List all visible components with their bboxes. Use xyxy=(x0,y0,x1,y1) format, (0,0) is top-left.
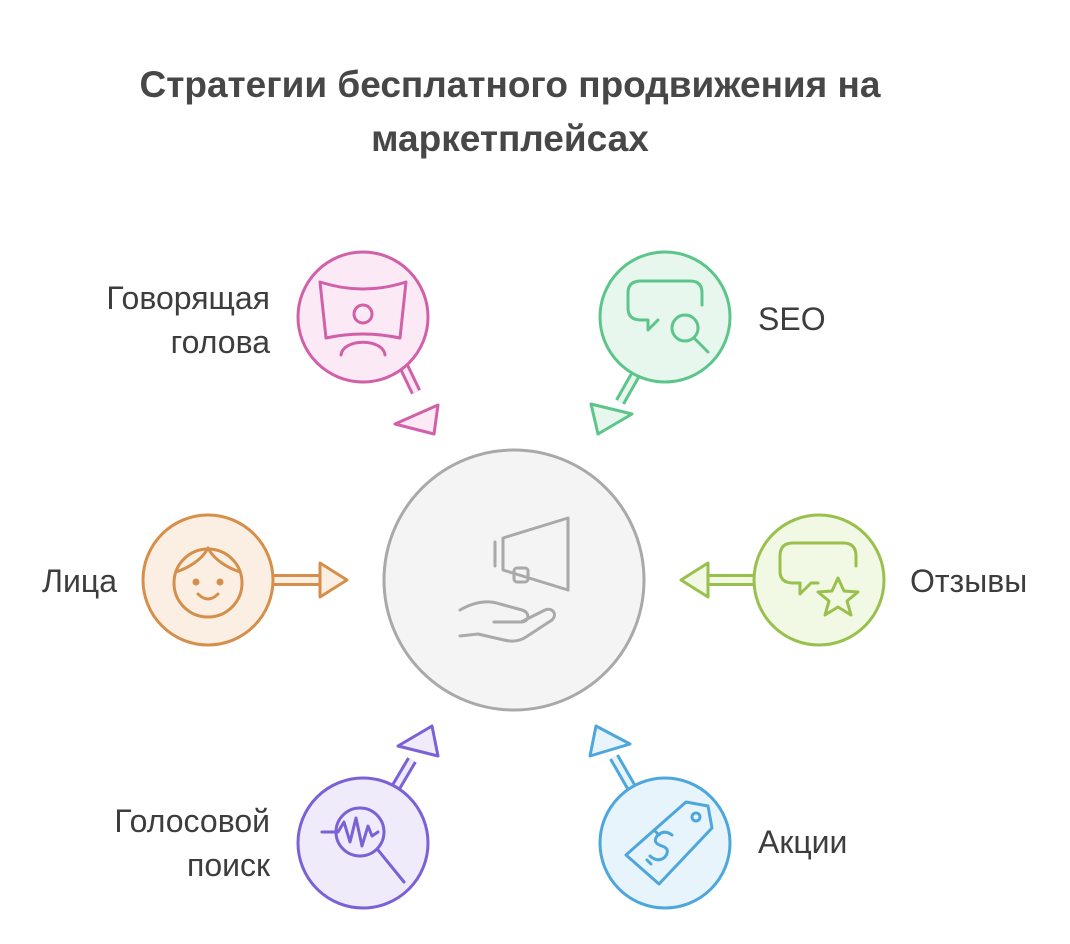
label-promotions-line-1: Акции xyxy=(758,824,848,860)
reviews-arrow-head xyxy=(679,561,710,599)
presenter-screen-icon xyxy=(318,280,408,357)
smiling-face-icon xyxy=(172,546,244,619)
promotions-circle xyxy=(598,776,732,910)
seo-arrow-shaft-inner xyxy=(617,370,640,404)
label-talking-head: Говорящая голова xyxy=(106,276,270,364)
label-voice-search-line-2: поиск xyxy=(187,847,270,883)
talking-head-arrow-shaft-inner xyxy=(401,365,419,394)
label-promotions: Акции xyxy=(758,820,847,864)
label-seo: SEO xyxy=(758,297,826,341)
label-seo-line-1: SEO xyxy=(758,301,826,337)
talking-head-arrow-head xyxy=(393,403,440,436)
seo-circle xyxy=(598,250,732,384)
promotions-arrow-shaft-inner xyxy=(611,755,636,792)
strategy-reviews xyxy=(679,513,886,647)
promotions-arrow-head xyxy=(588,724,632,758)
strategy-faces xyxy=(141,513,349,647)
voice-search-icon xyxy=(320,806,406,884)
megaphone-hand-icon xyxy=(458,516,570,643)
label-talking-head-line-1: Говорящая xyxy=(106,280,270,316)
strategy-promotions xyxy=(588,724,732,910)
seo-arrow-head xyxy=(589,402,634,436)
chat-star-icon xyxy=(778,541,860,617)
talking-head-circle xyxy=(296,250,430,384)
label-faces-line-1: Лица xyxy=(42,563,117,599)
strategy-seo xyxy=(589,250,732,436)
price-tag-icon xyxy=(624,800,714,886)
label-faces: Лица xyxy=(42,559,117,603)
label-voice-search: Голосовой поиск xyxy=(114,799,270,887)
label-reviews: Отзывы xyxy=(910,559,1027,603)
center-hub xyxy=(382,448,646,712)
faces-circle xyxy=(141,513,275,647)
page-title-line-1: Стратегии бесплатного продвижения на xyxy=(139,64,881,105)
faces-arrow-head xyxy=(318,561,349,599)
label-voice-search-line-1: Голосовой xyxy=(114,803,270,839)
voice-search-arrow-head xyxy=(396,724,440,758)
strategy-voice-search xyxy=(296,724,440,910)
page-title-line-2: маркетплейсах xyxy=(371,118,649,159)
strategy-talking-head xyxy=(296,250,440,436)
page-title: Стратегии бесплатного продвижения на мар… xyxy=(0,58,1020,166)
label-reviews-line-1: Отзывы xyxy=(910,563,1028,599)
chat-search-icon xyxy=(626,279,710,354)
label-talking-head-line-2: голова xyxy=(170,324,270,360)
reviews-circle xyxy=(752,513,886,647)
